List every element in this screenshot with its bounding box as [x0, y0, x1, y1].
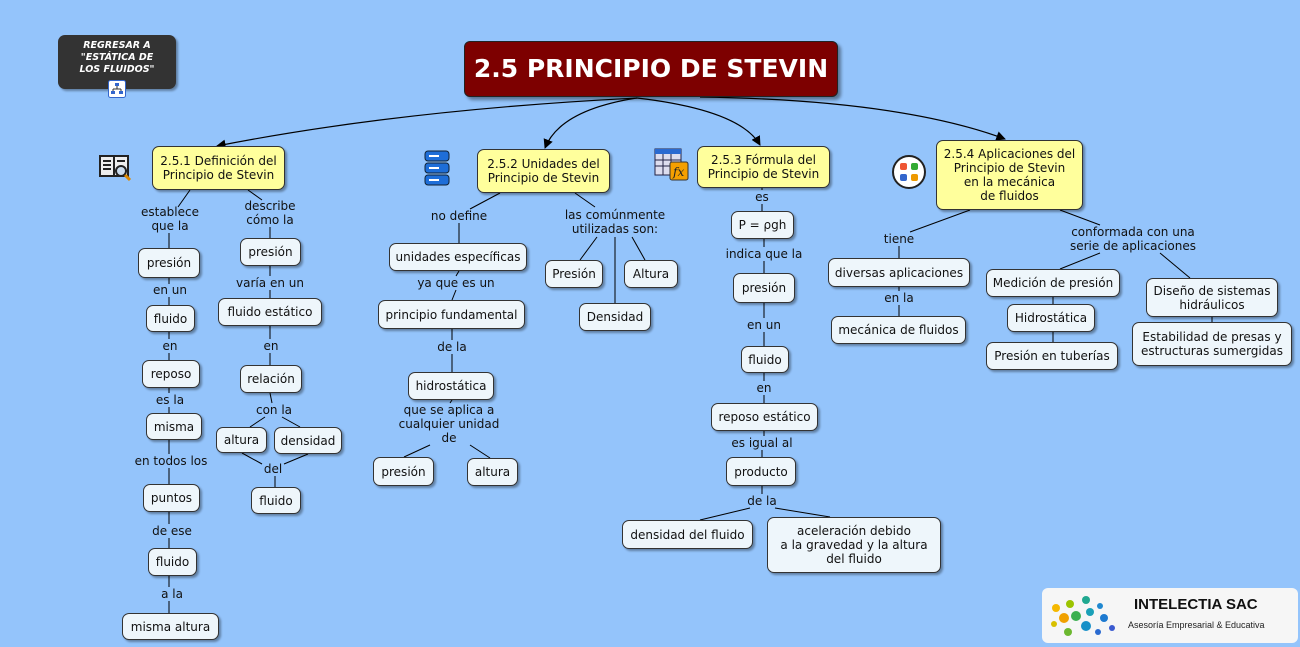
link-label: que se aplica a cualquier unidad de — [398, 403, 500, 445]
link-label: es igual al — [731, 436, 793, 450]
connector-line — [1059, 252, 1101, 270]
section-2-5-4[interactable]: 2.5.4 Aplicaciones del Principio de Stev… — [936, 140, 1083, 210]
connector-line — [469, 444, 491, 459]
connector-line — [455, 270, 460, 277]
connector-line — [403, 444, 431, 458]
concept-node[interactable]: mecánica de fluidos — [831, 316, 966, 344]
concept-node[interactable]: relación — [240, 365, 302, 393]
link-label: en — [162, 339, 178, 353]
connector-line — [241, 452, 263, 465]
concept-node[interactable]: fluido — [741, 346, 789, 373]
concept-node[interactable]: altura — [216, 427, 267, 453]
connector-line — [631, 236, 646, 261]
link-label: tiene — [883, 232, 915, 246]
link-label: describe cómo la — [244, 199, 296, 227]
concept-node[interactable]: presión — [733, 273, 795, 303]
concept-node[interactable]: presión — [373, 457, 434, 486]
logo-name: INTELECTIA SAC — [1134, 596, 1258, 613]
connector-line — [699, 507, 751, 521]
server-stack-icon — [424, 150, 450, 186]
concept-node[interactable]: Presión — [545, 260, 603, 288]
back-link-button[interactable]: REGRESAR A "ESTÁTICA DE LOS FLUIDOS" — [58, 35, 176, 89]
link-label: es — [755, 190, 769, 204]
connector-line — [1159, 252, 1191, 279]
concept-node[interactable]: Diseño de sistemas hidráulicos — [1146, 278, 1278, 317]
link-label: varía en un — [236, 276, 304, 290]
link-label: del — [263, 462, 283, 476]
submap-link-icon[interactable] — [108, 80, 126, 98]
connector-line — [469, 192, 501, 210]
logo-tagline: Asesoría Empresarial & Educativa — [1128, 620, 1265, 630]
main-title: 2.5 PRINCIPIO DE STEVIN — [464, 41, 838, 97]
connector-line — [1059, 209, 1101, 226]
connector-line — [774, 507, 831, 518]
svg-text:fx: fx — [672, 165, 684, 179]
link-label: en la — [884, 291, 914, 305]
concept-node[interactable]: Estabilidad de presas y estructuras sume… — [1132, 322, 1292, 366]
link-label: ya que es un — [417, 276, 495, 290]
connector-line — [283, 453, 309, 465]
connector-line — [269, 392, 273, 404]
concept-node[interactable]: misma — [146, 413, 202, 440]
concept-node[interactable]: principio fundamental — [378, 300, 525, 329]
connector-line — [281, 416, 301, 428]
section-2-5-1[interactable]: 2.5.1 Definición del Principio de Stevin — [152, 146, 285, 190]
link-label: las comúnmente utilizadas son: — [564, 208, 666, 236]
concept-node[interactable]: reposo estático — [711, 403, 818, 431]
concept-node[interactable]: P = ρgh — [731, 211, 794, 239]
link-label: con la — [255, 403, 293, 417]
concept-node[interactable]: fluido estático — [218, 298, 322, 326]
link-label: de la — [747, 494, 777, 508]
connector-line — [449, 399, 453, 404]
link-label: en — [263, 339, 279, 353]
concept-node[interactable]: aceleración debido a la gravedad y la al… — [767, 517, 941, 573]
concept-node[interactable]: Medición de presión — [986, 269, 1120, 297]
connector-line — [451, 289, 457, 301]
connector-line — [177, 189, 191, 208]
connector-line — [247, 189, 263, 201]
concept-node[interactable]: Altura — [624, 260, 678, 288]
book-magnifier-icon — [99, 155, 132, 182]
connector-line — [579, 236, 598, 261]
link-label: en todos los — [134, 454, 208, 468]
concept-node[interactable]: Presión en tuberías — [986, 342, 1118, 370]
formula-spreadsheet-icon: fx — [654, 148, 689, 181]
concept-node[interactable]: presión — [138, 248, 200, 278]
concept-node[interactable]: unidades específicas — [389, 243, 527, 271]
link-label: indica que la — [725, 247, 803, 261]
connector-line — [574, 192, 596, 208]
section-2-5-2[interactable]: 2.5.2 Unidades del Principio de Stevin — [477, 149, 610, 193]
brain-network-icon — [1051, 596, 1115, 636]
concept-node[interactable]: altura — [467, 458, 518, 486]
concept-node[interactable]: misma altura — [122, 613, 219, 640]
link-label: en un — [152, 283, 187, 297]
concept-node[interactable]: Densidad — [579, 303, 651, 331]
concept-node[interactable]: densidad — [274, 427, 342, 454]
link-label: conformada con una serie de aplicaciones — [1069, 225, 1197, 253]
connector-line — [249, 416, 266, 428]
concept-node[interactable]: hidrostática — [408, 372, 494, 400]
connector-line — [909, 209, 971, 233]
link-label: establece que la — [140, 205, 199, 233]
concept-node[interactable]: puntos — [143, 484, 200, 512]
concept-node[interactable]: Hidrostática — [1007, 304, 1095, 332]
link-label: en — [756, 381, 772, 395]
concept-node[interactable]: reposo — [142, 360, 200, 388]
link-label: en un — [746, 318, 781, 332]
concept-node[interactable]: producto — [726, 457, 796, 486]
link-label: a la — [161, 587, 183, 601]
intelectia-logo: INTELECTIA SAC Asesoría Empresarial & Ed… — [1042, 588, 1298, 643]
concept-node[interactable]: fluido — [146, 305, 195, 332]
concept-node[interactable]: fluido — [251, 487, 301, 514]
concept-node[interactable]: densidad del fluido — [622, 520, 753, 549]
concept-node[interactable]: diversas aplicaciones — [828, 258, 970, 287]
concept-node[interactable]: presión — [240, 238, 301, 266]
link-label: no define — [430, 209, 488, 223]
palette-apps-icon — [892, 155, 926, 189]
section-2-5-3[interactable]: 2.5.3 Fórmula del Principio de Stevin — [697, 146, 830, 188]
link-label: de la — [437, 340, 467, 354]
link-label: de ese — [152, 524, 192, 538]
link-label: es la — [155, 393, 185, 407]
concept-node[interactable]: fluido — [148, 548, 197, 576]
